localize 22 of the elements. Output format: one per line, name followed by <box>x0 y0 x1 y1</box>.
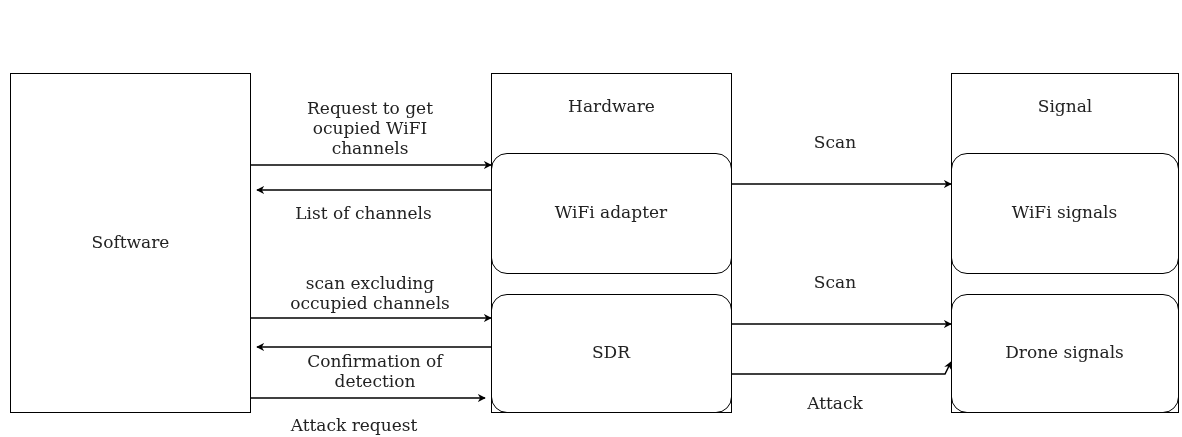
box <box>491 73 732 413</box>
arrow <box>731 361 952 375</box>
arrow <box>256 186 492 194</box>
box <box>10 73 251 413</box>
rounded-box <box>490 293 732 413</box>
arrow <box>250 314 492 322</box>
node-label: Hardware <box>567 96 656 116</box>
rounded-box <box>950 293 1179 413</box>
node-label: Software <box>90 232 171 252</box>
rounded-box <box>950 152 1179 274</box>
arrow <box>731 320 952 328</box>
node-label: SDR <box>590 342 632 362</box>
node-label: Drone signals <box>1004 342 1125 362</box>
rounded-box <box>490 152 732 274</box>
node-label: WiFi signals <box>1010 202 1119 222</box>
arrow <box>250 394 486 402</box>
node-label: WiFi adapter <box>553 202 669 222</box>
arrow <box>256 343 492 351</box>
arrow <box>731 180 952 188</box>
box <box>951 73 1179 413</box>
arrow <box>250 161 492 169</box>
node-label: Signal <box>1036 96 1094 116</box>
